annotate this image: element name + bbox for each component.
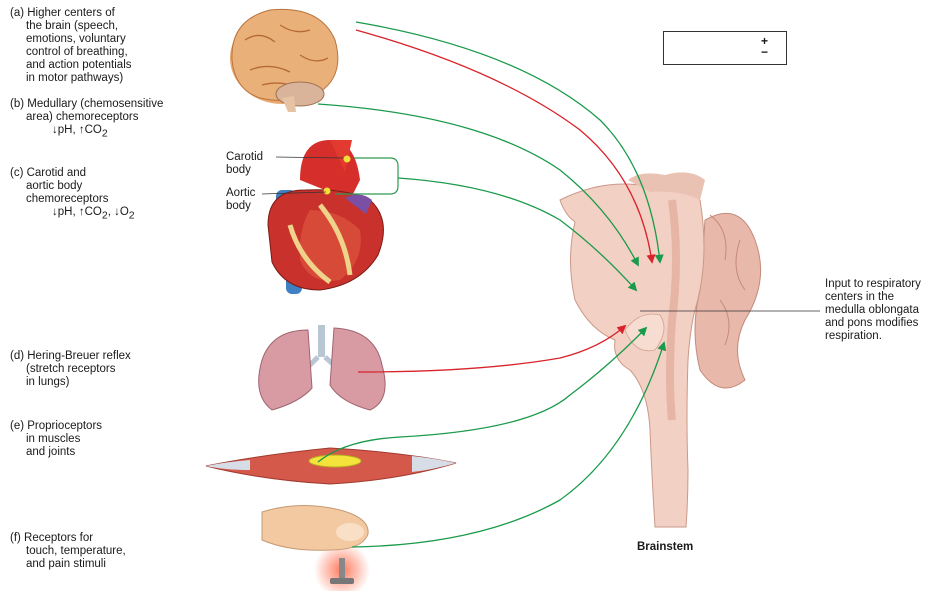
- label-higher-centers: (a) Higher centers of the brain (speech,…: [10, 7, 132, 85]
- arrow-lungs: [358, 326, 625, 372]
- lungs-illustration: [259, 325, 385, 410]
- label-proprioceptors: (e) Proprioceptors in muscles and joints: [10, 420, 102, 459]
- heart-illustration: [268, 140, 383, 294]
- label-hering-breuer: (d) Hering-Breuer reflex (stretch recept…: [10, 350, 131, 389]
- label-input-respiratory-centers: Input to respiratory centers in the medu…: [825, 278, 921, 343]
- label-carotid-body: Carotid body: [226, 151, 263, 177]
- legend-box: [663, 31, 787, 65]
- carotid-chem-values: ↓pH, ↑CO2, ↓O2: [10, 206, 135, 222]
- label-aortic-body: Aortic body: [226, 187, 255, 213]
- label-touch-temperature-pain: (f) Receptors for touch, temperature, an…: [10, 532, 126, 571]
- label-brainstem: Brainstem: [637, 541, 693, 553]
- medullary-chem-values: ↓pH, ↑CO2: [10, 124, 163, 140]
- finger-stimulus-illustration: [262, 505, 370, 591]
- legend-minus-sign: −: [761, 45, 768, 59]
- label-medullary-chemoreceptors: (b) Medullary (chemosensitive area) chem…: [10, 98, 163, 140]
- label-carotid-aortic-chemoreceptors: (c) Carotid and aortic body chemorecepto…: [10, 167, 135, 222]
- arrow-touch-receptors: [352, 343, 664, 547]
- brain-illustration: [230, 9, 338, 112]
